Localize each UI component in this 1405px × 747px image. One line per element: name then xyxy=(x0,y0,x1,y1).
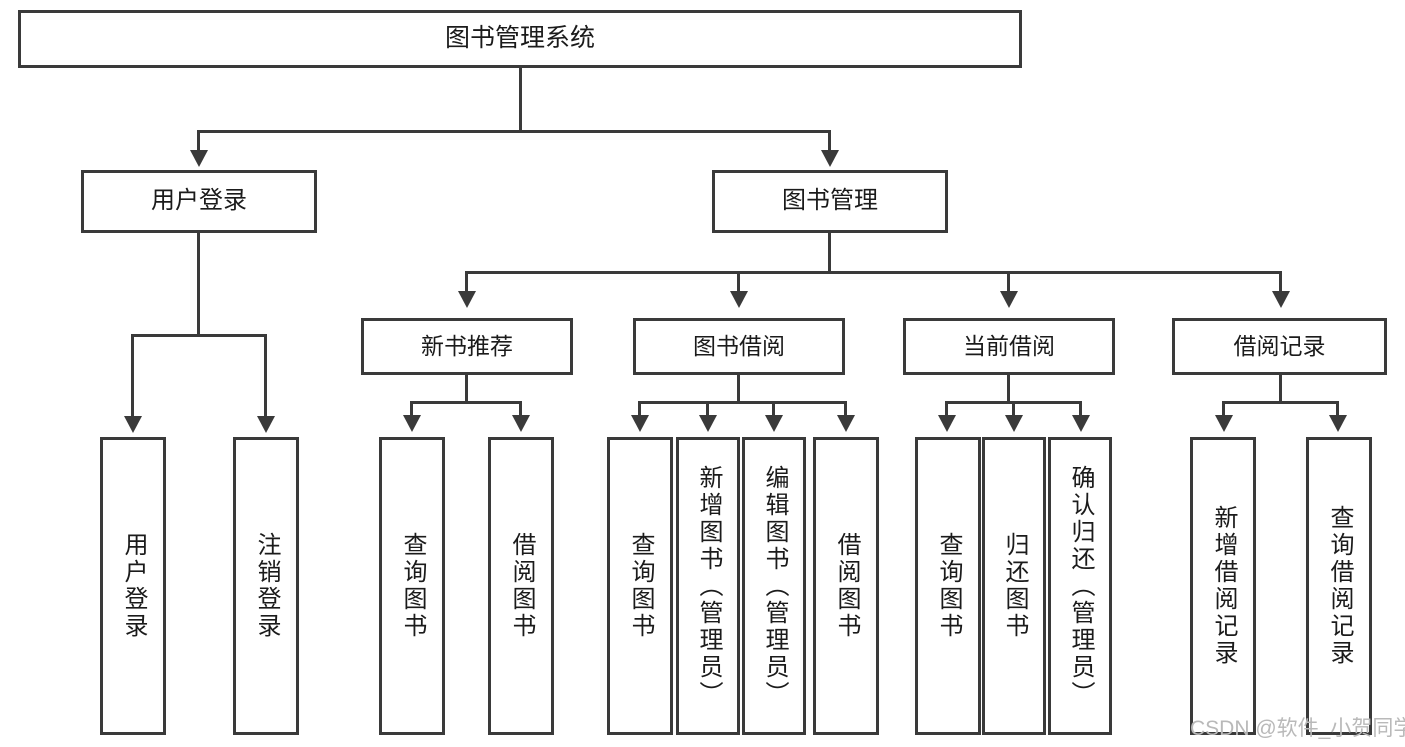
leaf-borrow-record-0[interactable]: 新增借阅记录 xyxy=(1190,437,1256,735)
node-label: 当前借阅 xyxy=(963,332,1055,359)
edge-new-book-leaf0 xyxy=(410,401,413,417)
arrow-book-manage-child0 xyxy=(458,291,476,308)
leaf-book-borrow-0[interactable]: 查询图书 xyxy=(607,437,673,735)
edge-current-borrow-stem xyxy=(1007,375,1010,403)
edge-user-login-leaf1 xyxy=(264,334,267,418)
edge-borrow-record-stem xyxy=(1279,375,1282,403)
edge-book-borrow-leaf1 xyxy=(706,401,709,417)
edge-borrow-record-bus xyxy=(1222,401,1339,404)
arrow-user-login-leaf0 xyxy=(124,416,142,433)
leaf-label: 用户登录 xyxy=(120,532,147,640)
node-label: 图书借阅 xyxy=(693,332,785,359)
edge-user-login-stem xyxy=(197,233,200,337)
node-label: 图书管理 xyxy=(782,187,878,215)
arrow-new-book-leaf0 xyxy=(403,415,421,432)
node-label: 图书管理系统 xyxy=(444,24,595,53)
leaf-label: 查询借阅记录 xyxy=(1326,505,1353,667)
leaf-label: 新增借阅记录 xyxy=(1210,505,1237,667)
edge-borrow-record-leaf0 xyxy=(1222,401,1225,417)
arrow-book-manage-child2 xyxy=(1000,291,1018,308)
leaf-label: 查询图书 xyxy=(935,532,962,640)
edge-book-manage-child2 xyxy=(1007,271,1010,293)
node-label: 用户登录 xyxy=(151,187,247,215)
node-root-system[interactable]: 图书管理系统 xyxy=(18,10,1022,68)
edge-book-manage-child3 xyxy=(1279,271,1282,293)
edge-borrow-record-leaf1 xyxy=(1336,401,1339,417)
arrow-book-borrow-leaf2 xyxy=(765,415,783,432)
leaf-current-borrow-1[interactable]: 归还图书 xyxy=(982,437,1046,735)
leaf-book-borrow-3[interactable]: 借阅图书 xyxy=(813,437,879,735)
edge-new-book-bus xyxy=(410,401,522,404)
edge-user-login-leaf0 xyxy=(131,334,134,418)
edge-book-manage-child0 xyxy=(465,271,468,293)
arrow-borrow-record-leaf1 xyxy=(1329,415,1347,432)
leaf-borrow-record-1[interactable]: 查询借阅记录 xyxy=(1306,437,1372,735)
edge-book-manage-bus xyxy=(465,271,1282,274)
node-new-book-recommend[interactable]: 新书推荐 xyxy=(361,318,573,375)
edge-book-manage-child1 xyxy=(737,271,740,293)
edge-current-borrow-leaf1 xyxy=(1012,401,1015,417)
node-book-manage[interactable]: 图书管理 xyxy=(712,170,948,233)
arrow-current-borrow-leaf0 xyxy=(938,415,956,432)
arrow-root-to-user-login xyxy=(190,150,208,167)
leaf-current-borrow-2[interactable]: 确认归还（管理员） xyxy=(1048,437,1112,735)
edge-new-book-stem xyxy=(465,375,468,403)
edge-root-stem xyxy=(519,68,522,132)
leaf-current-borrow-0[interactable]: 查询图书 xyxy=(915,437,981,735)
leaf-label: 注销登录 xyxy=(253,532,280,640)
leaf-user-login-0[interactable]: 用户登录 xyxy=(100,437,166,735)
leaf-book-borrow-1[interactable]: 新增图书（管理员） xyxy=(676,437,740,735)
leaf-label: 编辑图书（管理员） xyxy=(761,464,788,708)
arrow-current-borrow-leaf2 xyxy=(1072,415,1090,432)
node-label: 借阅记录 xyxy=(1233,332,1326,359)
node-user-login[interactable]: 用户登录 xyxy=(81,170,317,233)
arrow-root-to-book-manage xyxy=(821,150,839,167)
csdn-watermark: CSDN @软件_小贺同学 xyxy=(1190,717,1405,740)
leaf-label: 归还图书 xyxy=(1001,532,1028,640)
edge-book-borrow-bus xyxy=(638,401,847,404)
node-borrow-record[interactable]: 借阅记录 xyxy=(1172,318,1387,375)
edge-book-borrow-leaf0 xyxy=(638,401,641,417)
node-label: 新书推荐 xyxy=(421,332,513,359)
leaf-book-borrow-2[interactable]: 编辑图书（管理员） xyxy=(742,437,806,735)
node-book-borrow[interactable]: 图书借阅 xyxy=(633,318,845,375)
node-current-borrow[interactable]: 当前借阅 xyxy=(903,318,1115,375)
edge-book-manage-stem xyxy=(828,233,831,273)
arrow-new-book-leaf1 xyxy=(512,415,530,432)
arrow-current-borrow-leaf1 xyxy=(1005,415,1023,432)
leaf-label: 借阅图书 xyxy=(833,532,860,640)
leaf-user-login-1[interactable]: 注销登录 xyxy=(233,437,299,735)
edge-book-borrow-stem xyxy=(737,375,740,403)
arrow-user-login-leaf1 xyxy=(257,416,275,433)
arrow-book-borrow-leaf3 xyxy=(837,415,855,432)
leaf-label: 新增图书（管理员） xyxy=(695,464,722,708)
edge-book-borrow-leaf2 xyxy=(772,401,775,417)
arrow-book-manage-child3 xyxy=(1272,291,1290,308)
arrow-borrow-record-leaf0 xyxy=(1215,415,1233,432)
leaf-label: 查询图书 xyxy=(627,532,654,640)
edge-root-bus xyxy=(197,130,831,133)
edge-current-borrow-leaf2 xyxy=(1079,401,1082,417)
edge-root-to-book-manage xyxy=(828,130,831,152)
edge-current-borrow-leaf0 xyxy=(945,401,948,417)
leaf-new-book-0[interactable]: 查询图书 xyxy=(379,437,445,735)
arrow-book-manage-child1 xyxy=(730,291,748,308)
arrow-book-borrow-leaf0 xyxy=(631,415,649,432)
arrow-book-borrow-leaf1 xyxy=(699,415,717,432)
leaf-label: 确认归还（管理员） xyxy=(1067,464,1094,708)
edge-book-borrow-leaf3 xyxy=(844,401,847,417)
leaf-label: 借阅图书 xyxy=(508,532,535,640)
leaf-label: 查询图书 xyxy=(399,532,426,640)
leaf-new-book-1[interactable]: 借阅图书 xyxy=(488,437,554,735)
edge-root-to-user-login xyxy=(197,130,200,152)
edge-user-login-bus xyxy=(131,334,266,337)
edge-new-book-leaf1 xyxy=(519,401,522,417)
